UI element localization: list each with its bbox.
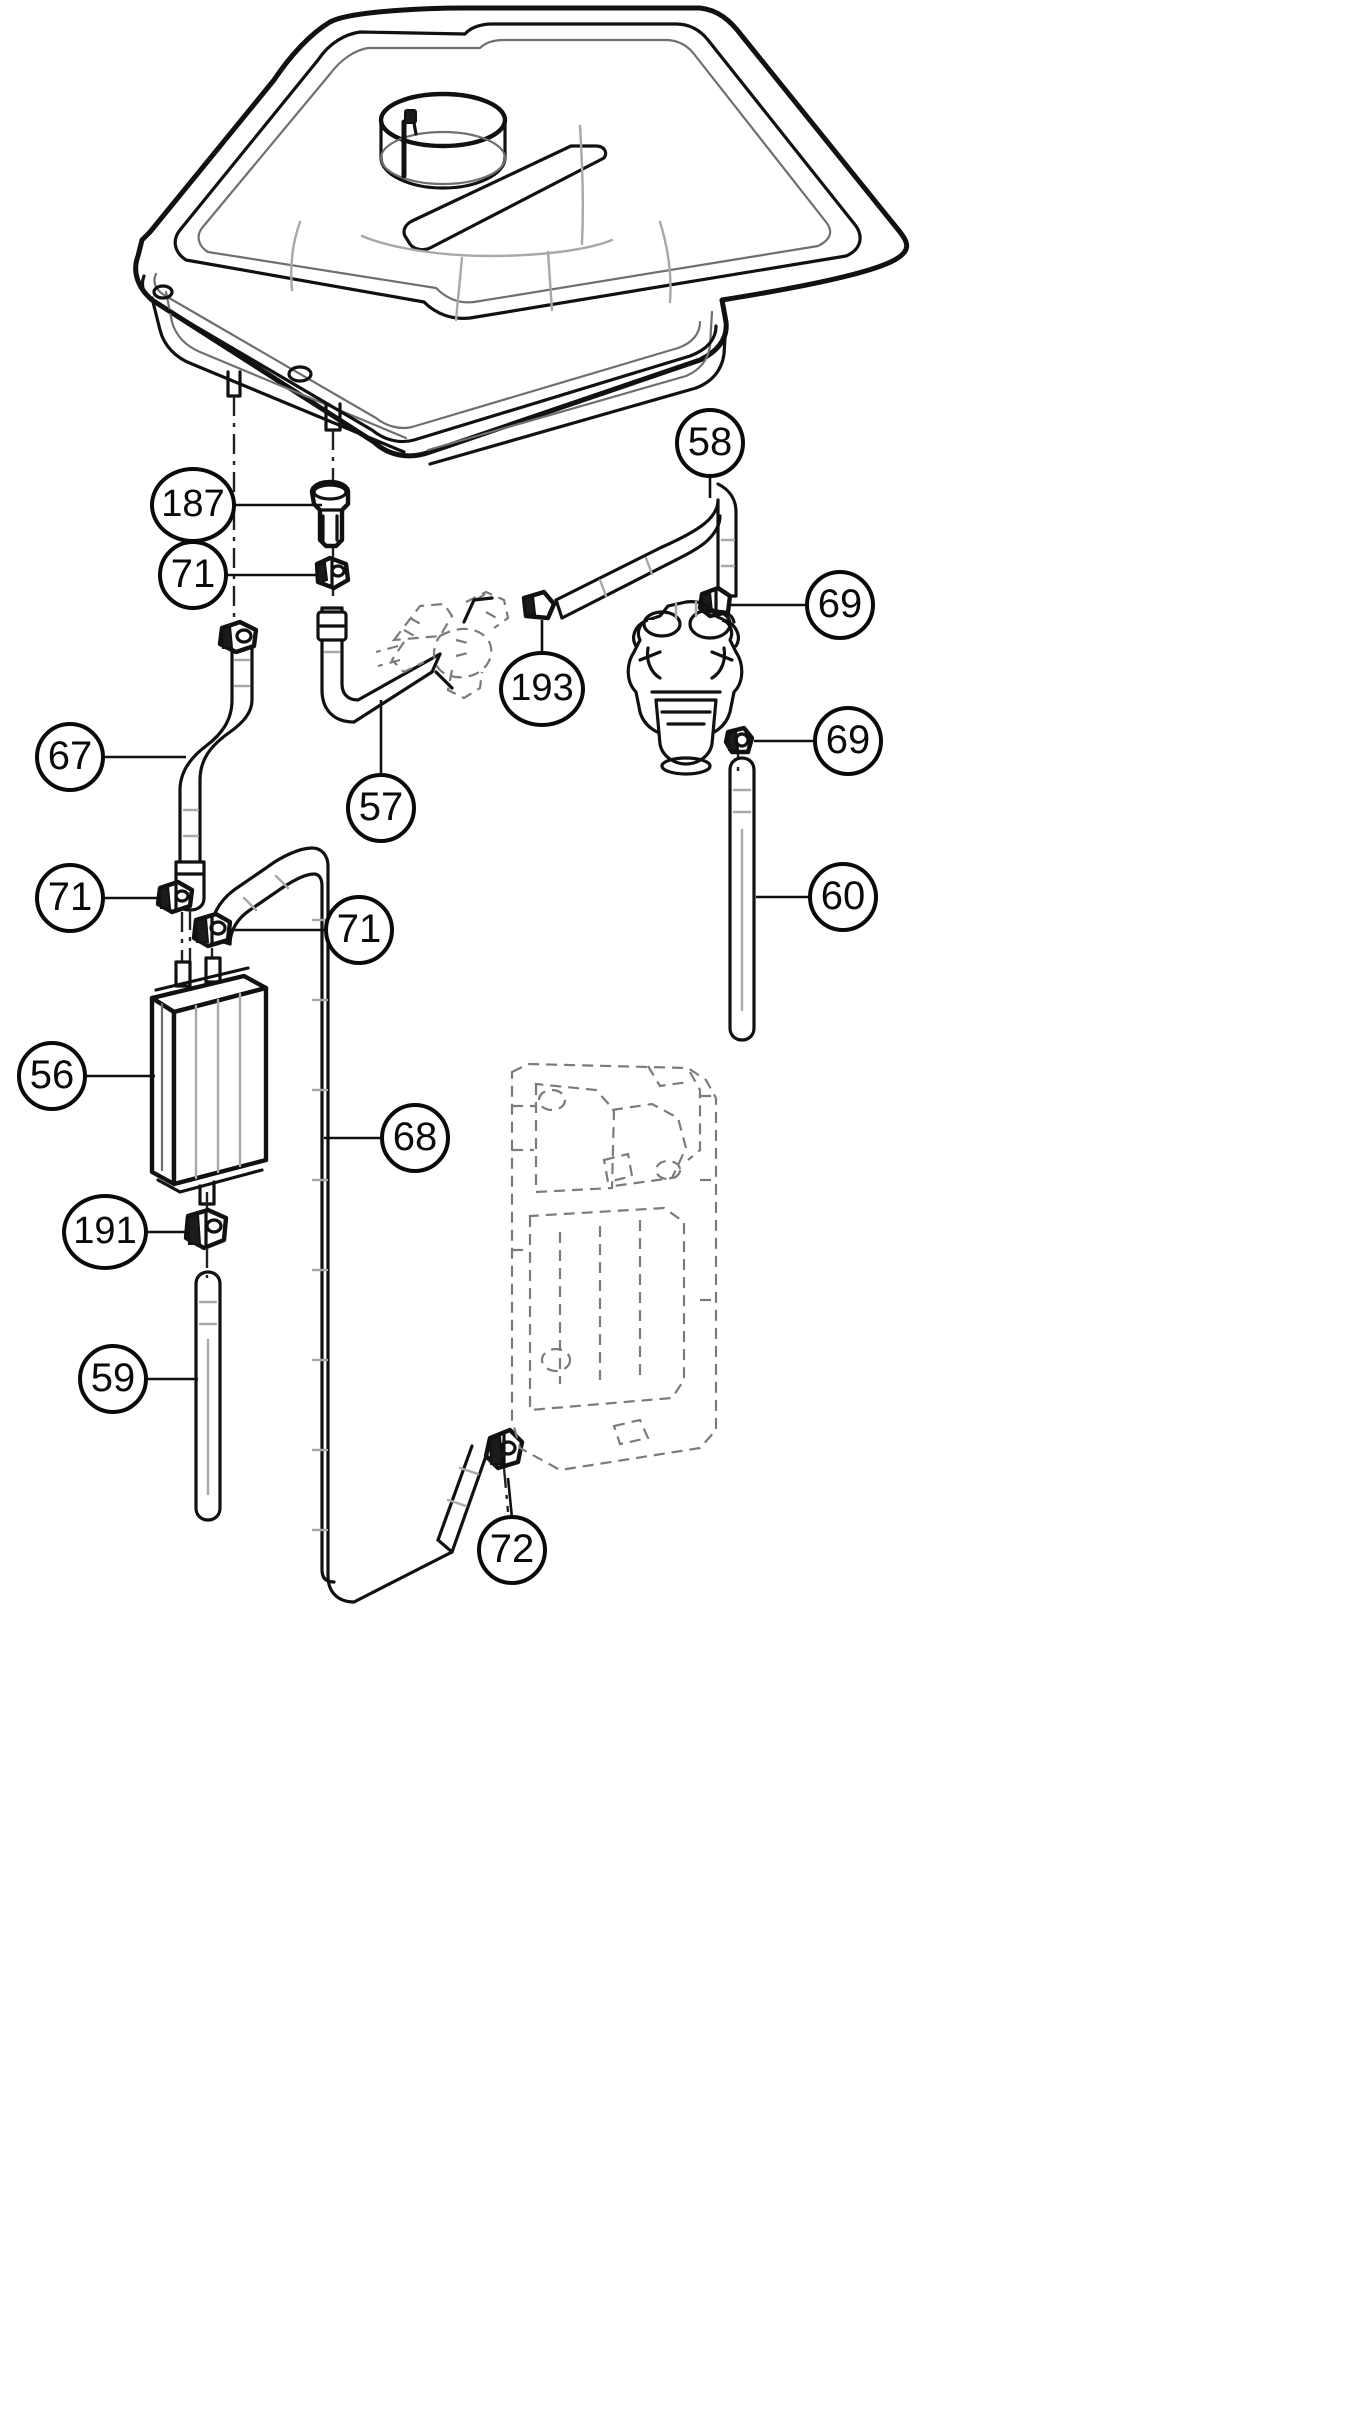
callout-label: 67	[47, 734, 93, 778]
part-72-clamp	[483, 1427, 525, 1471]
callout-balloon-191[interactable]: 191	[62, 1194, 148, 1270]
callout-balloon-56[interactable]: 56	[17, 1041, 87, 1111]
callout-balloon-187[interactable]: 187	[150, 467, 236, 543]
callout-balloon-60[interactable]: 60	[808, 862, 878, 932]
part-57-fuel-tube	[316, 606, 442, 724]
callout-label: 71	[47, 875, 93, 919]
callout-label: 59	[90, 1356, 136, 1400]
carburetor	[626, 600, 744, 776]
callout-balloon-68[interactable]: 68	[380, 1103, 450, 1173]
part-191-clamp	[183, 1207, 229, 1251]
callout-label: 72	[489, 1527, 535, 1571]
callout-balloon-67[interactable]: 67	[35, 722, 105, 792]
callout-label: 57	[358, 785, 404, 829]
callout-balloon-58[interactable]: 58	[675, 408, 745, 478]
callout-label: 56	[29, 1053, 75, 1097]
callout-label: 193	[510, 667, 574, 709]
part-59-purge-hose	[194, 1270, 222, 1522]
part-193-fuel-pump	[375, 589, 557, 700]
part-67-fuel-hose	[174, 619, 259, 912]
part-60-drain-hose	[728, 756, 756, 1042]
callout-label: 187	[161, 483, 225, 525]
centerline-72	[502, 1467, 510, 1513]
callout-balloon-193[interactable]: 193	[499, 651, 585, 727]
callout-label: 191	[73, 1210, 137, 1252]
callout-balloon-71[interactable]: 71	[35, 863, 105, 933]
part-68-long-hose	[208, 846, 454, 1604]
part-69b-clamp	[723, 725, 755, 755]
callout-balloon-69[interactable]: 69	[805, 570, 875, 640]
part-71b-clamp	[155, 879, 195, 915]
callout-label: 69	[825, 718, 871, 762]
callout-label: 68	[392, 1115, 438, 1159]
part-58-vapor-hose	[554, 482, 738, 620]
callout-balloon-71[interactable]: 71	[158, 540, 228, 610]
filler-neck-collar	[378, 91, 508, 190]
callout-balloon-72[interactable]: 72	[477, 1515, 547, 1585]
callout-label: 71	[170, 552, 216, 596]
callout-balloon-59[interactable]: 59	[78, 1344, 148, 1414]
callout-balloon-69[interactable]: 69	[813, 706, 883, 776]
part-71a-clamp	[314, 555, 351, 591]
bottom-outlet-hose	[436, 1444, 488, 1554]
fuel-tank	[133, 5, 910, 466]
part-56-charcoal-canister	[149, 956, 269, 1206]
callout-label: 71	[336, 907, 382, 951]
callout-balloon-57[interactable]: 57	[346, 773, 416, 843]
leader-lines	[86, 477, 814, 1519]
callout-label: 58	[687, 420, 733, 464]
callout-balloon-71[interactable]: 71	[324, 895, 394, 965]
part-187-grommet	[309, 479, 351, 549]
callout-label: 69	[817, 582, 863, 626]
part-71c-clamp	[191, 911, 233, 949]
engine-block-ghost	[510, 1062, 718, 1472]
callout-label: 60	[820, 874, 866, 918]
